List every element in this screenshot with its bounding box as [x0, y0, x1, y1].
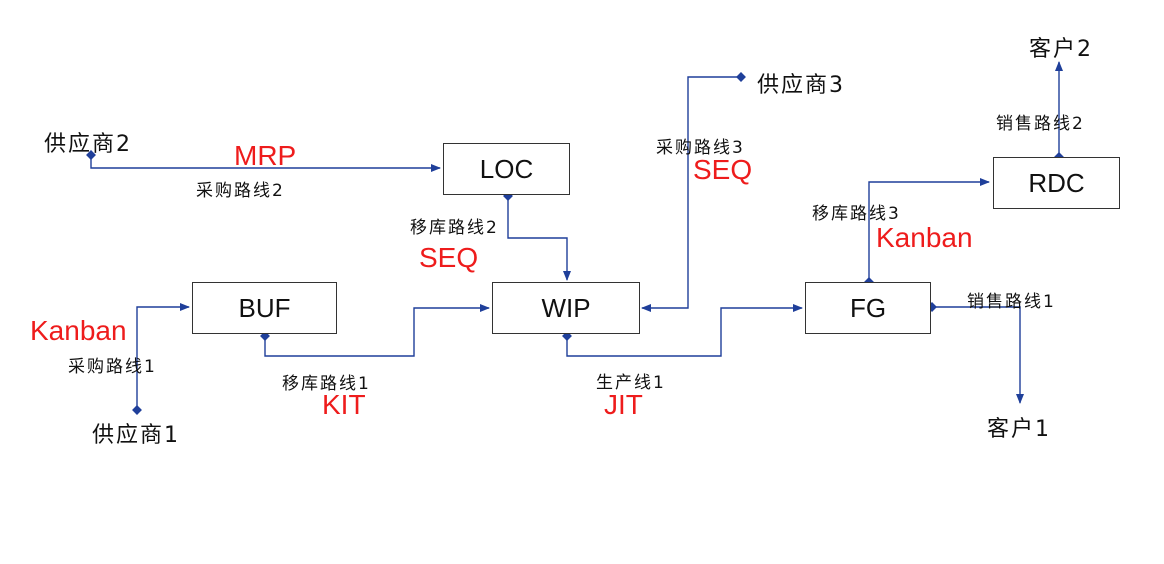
connector-fg-rdc — [868, 178, 990, 282]
connector-fg-customer1 — [932, 306, 1024, 404]
customer1-label: 客户1 — [987, 417, 1051, 442]
route-label-purchase3: 采购路线3 — [656, 138, 745, 158]
route-label-transfer3: 移库路线3 — [812, 204, 901, 224]
fg-box-label: FG — [849, 292, 887, 323]
method-label-kanban-fg: Kanban — [876, 222, 973, 253]
method-label-mrp: MRP — [234, 140, 297, 171]
route-label-sales2: 销售路线2 — [996, 114, 1085, 134]
route-label-production1: 生产线1 — [596, 373, 666, 393]
route-label-transfer2: 移库路线2 — [410, 218, 499, 238]
buf-box-label: BUF — [238, 292, 291, 323]
connector-start-dot — [86, 150, 96, 160]
wip-box[interactable]: WIP — [492, 282, 640, 334]
method-label-kanban-supplier1: Kanban — [30, 315, 127, 346]
method-label-seq-supplier3: SEQ — [693, 154, 753, 185]
connector-supplier3-wip — [641, 76, 741, 312]
route-label-purchase1: 采购路线1 — [68, 357, 157, 377]
loc-box-label: LOC — [479, 153, 534, 184]
connector-buf-wip — [264, 304, 490, 357]
method-label-jit: JIT — [604, 389, 643, 420]
rdc-box[interactable]: RDC — [993, 157, 1120, 209]
supplier1-label: 供应商1 — [92, 423, 180, 448]
supplier3-label: 供应商3 — [757, 73, 845, 98]
loc-box[interactable]: LOC — [443, 143, 570, 195]
customer2-label: 客户2 — [1029, 37, 1093, 62]
route-label-purchase2: 采购路线2 — [196, 181, 285, 201]
connector-start-dot — [736, 72, 746, 82]
connector-supplier1-buf — [136, 303, 190, 410]
connector-loc-wip — [507, 196, 571, 281]
supplier2-label: 供应商2 — [44, 132, 132, 157]
connector-wip-fg — [566, 304, 803, 357]
route-label-transfer1: 移库路线1 — [282, 374, 371, 394]
buf-box[interactable]: BUF — [192, 282, 337, 334]
rdc-box-label: RDC — [1028, 167, 1085, 198]
wip-box-label: WIP — [541, 292, 591, 323]
method-label-seq-loc: SEQ — [419, 242, 479, 273]
route-label-sales1: 销售路线1 — [967, 292, 1056, 312]
method-label-kit: KIT — [322, 389, 366, 420]
connector-start-dot — [132, 405, 142, 415]
fg-box[interactable]: FG — [805, 282, 931, 334]
